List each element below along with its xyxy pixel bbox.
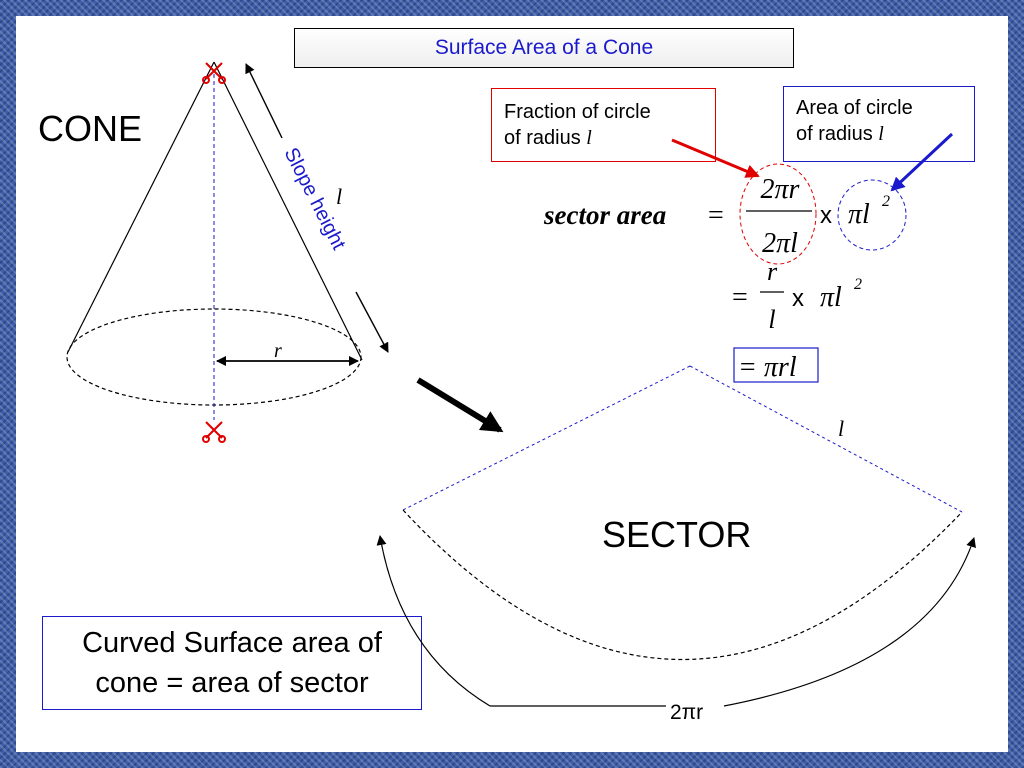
scissors-icon — [202, 62, 226, 84]
conclusion-line1: Curved Surface area of — [82, 627, 382, 659]
sector-arc — [402, 509, 963, 661]
fraction-callout-line1: Fraction of circle — [504, 101, 651, 123]
slope-arrow-top — [245, 63, 283, 139]
frac1-num: 2πr — [761, 174, 800, 205]
arc-arrow-left — [376, 535, 491, 707]
title-box: Surface Area of a Cone — [294, 28, 794, 68]
fraction-callout-line2: of radius l — [504, 127, 592, 149]
radius-symbol: r — [274, 340, 282, 362]
formula-eq: = — [708, 200, 724, 231]
sector-right-radius — [689, 365, 963, 513]
frac2-num: r — [767, 257, 778, 286]
fraction-highlight-circle — [739, 163, 817, 265]
arc-length-label: 2πr — [670, 701, 703, 724]
sector-drawing — [376, 365, 976, 707]
fraction-callout: Fraction of circle of radius l — [491, 88, 716, 162]
formula: sector area = 2πr 2πl x πl 2 = r l x πl … — [543, 163, 907, 383]
diagram-svg: r Slope height l l — [66, 61, 976, 724]
transform-arrow — [416, 377, 504, 433]
sector-left-radius — [402, 365, 691, 511]
formula-sq-2: 2 — [854, 276, 862, 293]
area-callout-line2: of radius l — [796, 123, 884, 145]
frac1-den: 2πl — [762, 228, 798, 259]
formula-lhs: sector area — [543, 200, 666, 230]
area-highlight-circle — [837, 179, 907, 251]
slide: Surface Area of a Cone CONE Fraction of … — [16, 16, 1008, 752]
area-callout-line1: Area of circle — [796, 97, 913, 119]
conclusion-line2: cone = area of sector — [95, 667, 369, 699]
arc-arrow-right — [723, 537, 976, 707]
formula-pi-l-2: πl — [820, 282, 842, 313]
formula-times-2: x — [792, 285, 804, 312]
area-callout: Area of circle of radius l — [783, 86, 975, 162]
cone-right-edge — [213, 61, 363, 361]
cone-l-symbol: l — [336, 184, 342, 209]
formula-sq: 2 — [882, 193, 890, 210]
area-pointer-arrow — [890, 132, 954, 192]
formula-result: = πrl — [738, 352, 797, 383]
formula-times: x — [820, 202, 832, 229]
cone-label: CONE — [38, 108, 143, 149]
conclusion-box: Curved Surface area of cone = area of se… — [42, 616, 422, 710]
scissors-icon — [202, 421, 226, 443]
cone-left-edge — [67, 61, 215, 353]
page-title: Surface Area of a Cone — [434, 36, 654, 59]
cone-drawing — [66, 61, 363, 420]
formula-eq-2: = — [732, 282, 748, 313]
formula-pi-l: πl — [848, 199, 870, 230]
sector-label: SECTOR — [602, 514, 752, 555]
fraction-pointer-arrow — [671, 138, 760, 178]
sector-l-symbol: l — [838, 416, 844, 441]
frac2-den: l — [768, 305, 775, 334]
slope-arrow-bottom — [355, 291, 389, 353]
result-box — [733, 347, 819, 383]
